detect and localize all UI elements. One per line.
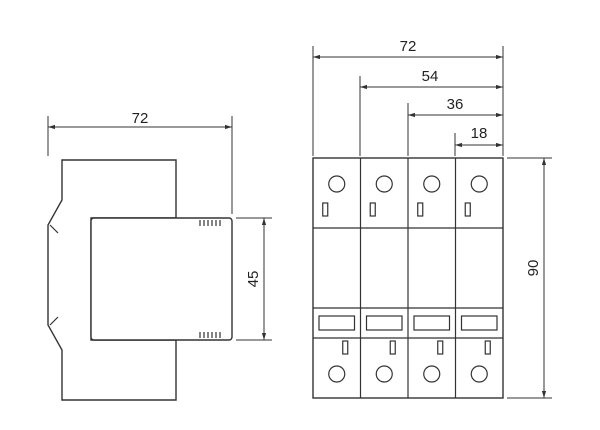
top-contact-slot	[322, 202, 329, 217]
side-view-height-dimension: 45	[236, 217, 272, 341]
front-view-height-dimension: 90	[507, 157, 552, 399]
terminal-screw-bottom	[375, 365, 393, 383]
front-view-width-dimension-1: 72	[312, 38, 504, 156]
front-view-poles	[318, 158, 498, 398]
front-view-width-dimension-4: 18	[454, 125, 503, 156]
status-indicator-window	[318, 315, 356, 331]
bottom-contact-slot	[342, 340, 349, 355]
top-contact-slot	[464, 202, 471, 217]
front-view-height-label: 90	[525, 260, 542, 277]
status-indicator-window	[413, 315, 451, 331]
terminal-screw-top	[328, 175, 346, 193]
front-view-width-label-3: 36	[447, 96, 464, 113]
side-view-module	[90, 217, 233, 341]
front-view-width-label-4: 18	[471, 125, 488, 142]
status-indicator-window	[365, 315, 403, 331]
terminal-screw-top	[423, 175, 441, 193]
front-view: 72 54 36 18 90	[312, 38, 552, 399]
bottom-contact-slot	[484, 340, 491, 355]
terminal-screw-top	[375, 175, 393, 193]
side-view-width-label: 72	[132, 110, 149, 127]
side-view: 72 45	[47, 110, 272, 401]
front-view-width-dimension-3: 36	[407, 96, 503, 156]
terminal-screw-top	[470, 175, 488, 193]
top-contact-slot	[369, 202, 376, 217]
terminal-screw-bottom	[470, 365, 488, 383]
front-view-width-label-2: 54	[422, 68, 439, 85]
front-view-width-label-1: 72	[400, 38, 417, 55]
bottom-contact-slot	[389, 340, 396, 355]
bottom-contact-slot	[437, 340, 444, 355]
top-contact-slot	[417, 202, 424, 217]
side-view-height-label: 45	[245, 271, 262, 288]
terminal-screw-bottom	[423, 365, 441, 383]
terminal-screw-bottom	[328, 365, 346, 383]
side-view-width-dimension: 72	[47, 110, 233, 214]
front-view-width-dimension-2: 54	[359, 68, 503, 156]
status-indicator-window	[460, 315, 498, 331]
